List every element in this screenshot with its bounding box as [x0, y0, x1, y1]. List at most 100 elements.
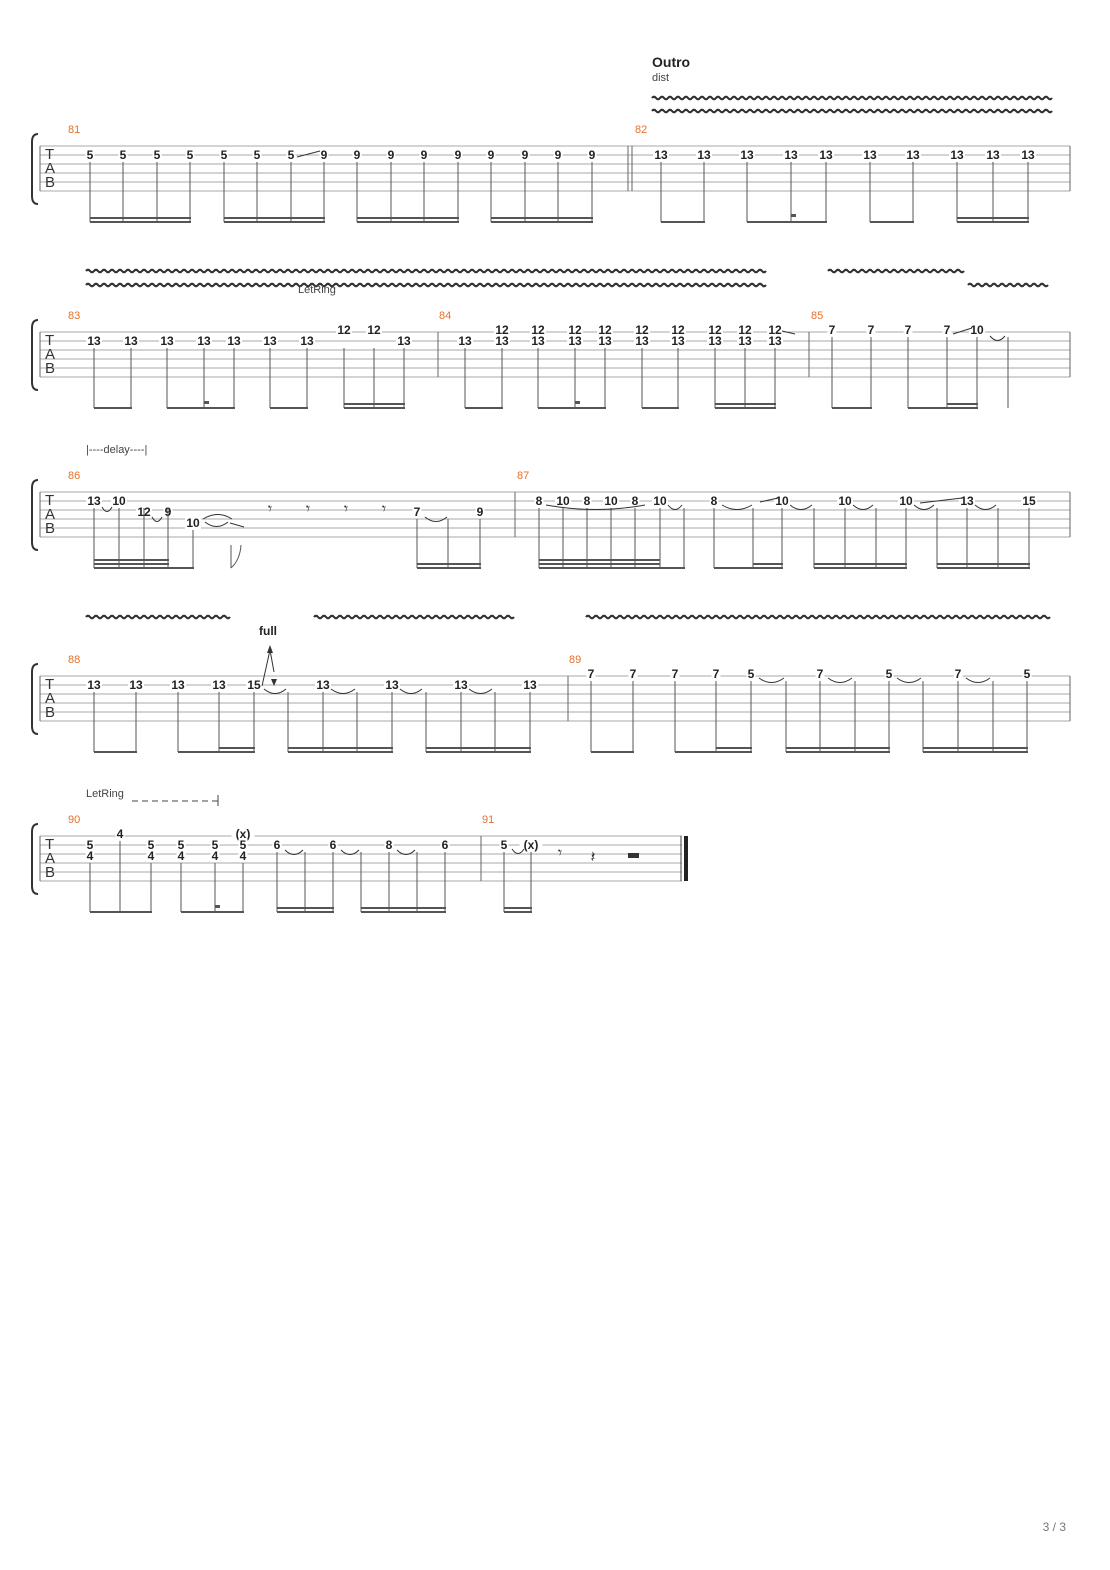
note-beam	[937, 567, 1030, 569]
fret-bg	[969, 324, 985, 336]
fret-bg	[628, 668, 638, 680]
fret-bg	[1021, 495, 1037, 507]
note-beam	[786, 747, 890, 749]
fret-bg	[123, 335, 139, 347]
note-beam	[716, 747, 752, 749]
slide-line	[759, 497, 779, 503]
fret-number: 8	[536, 494, 543, 508]
tab-clef-letter: A	[45, 690, 55, 707]
fret-number: (x)	[236, 827, 251, 841]
note-beam	[361, 907, 446, 909]
tie-arc	[965, 677, 991, 683]
note-beam	[270, 407, 308, 409]
fret-number: 13	[129, 678, 143, 692]
delay-annotation: |----delay----|	[86, 444, 147, 456]
fret-bg	[949, 149, 965, 161]
fret-bg	[709, 495, 719, 507]
fret-bg	[586, 668, 596, 680]
system-bracket	[31, 319, 39, 391]
note-beam	[94, 559, 169, 561]
fret-bg	[953, 668, 963, 680]
fret-number: 9	[354, 148, 361, 162]
fret-bg	[419, 149, 429, 161]
tab-clef-letter: B	[45, 520, 55, 537]
fret-number: 13	[768, 334, 782, 348]
tie-arc	[330, 688, 356, 694]
note-beam	[94, 407, 132, 409]
vibrato-mark	[967, 282, 1049, 288]
fret-number: 13	[87, 334, 101, 348]
fret-number: 4	[212, 849, 219, 863]
rest-symbol: 𝄽	[591, 847, 596, 866]
fret-number: 4	[148, 849, 155, 863]
note-beam	[539, 563, 660, 565]
note-beam	[167, 407, 235, 409]
fret-bg	[352, 149, 362, 161]
slide-line	[296, 150, 321, 158]
fret-bg	[582, 495, 592, 507]
fret-number: 12	[738, 323, 752, 337]
note-beam	[491, 217, 593, 219]
dot-mark	[215, 905, 220, 908]
fret-number: 13	[212, 678, 226, 692]
fret-number: 5	[748, 667, 755, 681]
note-beam	[465, 407, 503, 409]
tie-arc	[913, 504, 935, 510]
fret-number: 9	[455, 148, 462, 162]
note-beam	[923, 751, 1028, 753]
fret-number: 13	[227, 334, 241, 348]
fret-number: 4	[178, 849, 185, 863]
tie-arc	[545, 504, 646, 510]
fret-bg	[670, 668, 680, 680]
measure-number: 82	[635, 124, 647, 136]
fret-bg	[884, 668, 894, 680]
tie-arc	[896, 677, 922, 683]
note-beam	[591, 751, 634, 753]
fret-number: 13	[523, 678, 537, 692]
slide-line	[952, 327, 973, 335]
fret-number: 5	[886, 667, 893, 681]
fret-bg	[86, 495, 102, 507]
fret-number: 4	[240, 849, 247, 863]
measure-number: 86	[68, 470, 80, 482]
note-beam	[288, 747, 393, 749]
tab-clef-letter: B	[45, 704, 55, 721]
note-beam	[661, 221, 705, 223]
dot-mark	[791, 214, 796, 217]
fret-bg	[146, 850, 156, 862]
dot-mark	[575, 401, 580, 404]
fret-bg	[499, 839, 509, 851]
note-beam	[357, 221, 459, 223]
fret-bg	[319, 149, 329, 161]
fret-number: 10	[653, 494, 667, 508]
note-beam	[947, 403, 978, 405]
fret-number: 13	[385, 678, 399, 692]
letring-annotation: LetRing	[86, 788, 124, 800]
note-beam	[957, 221, 1029, 223]
fret-number: 13	[950, 148, 964, 162]
note-beam	[539, 559, 660, 561]
tie-arc	[151, 516, 163, 522]
tie-arc	[399, 688, 423, 694]
fret-bg	[111, 495, 127, 507]
fret-bg	[238, 850, 248, 862]
fret-number: 9	[421, 148, 428, 162]
fret-bg	[767, 335, 783, 347]
vibrato-mark	[651, 108, 1053, 114]
fret-number: 13	[495, 334, 509, 348]
note-beam	[923, 747, 1028, 749]
note-beam	[219, 747, 255, 749]
fret-number: 7	[588, 667, 595, 681]
tie-arc	[758, 677, 785, 683]
tab-clef-letter: A	[45, 850, 55, 867]
note-beam	[715, 407, 776, 409]
fret-bg	[185, 149, 195, 161]
note-beam	[94, 751, 137, 753]
fret-bg	[903, 324, 913, 336]
fret-number: 13	[171, 678, 185, 692]
fret-bg	[827, 324, 837, 336]
fret-bg	[555, 495, 571, 507]
vibrato-mark	[827, 268, 965, 274]
fret-bg	[534, 495, 544, 507]
fret-bg	[231, 828, 255, 840]
